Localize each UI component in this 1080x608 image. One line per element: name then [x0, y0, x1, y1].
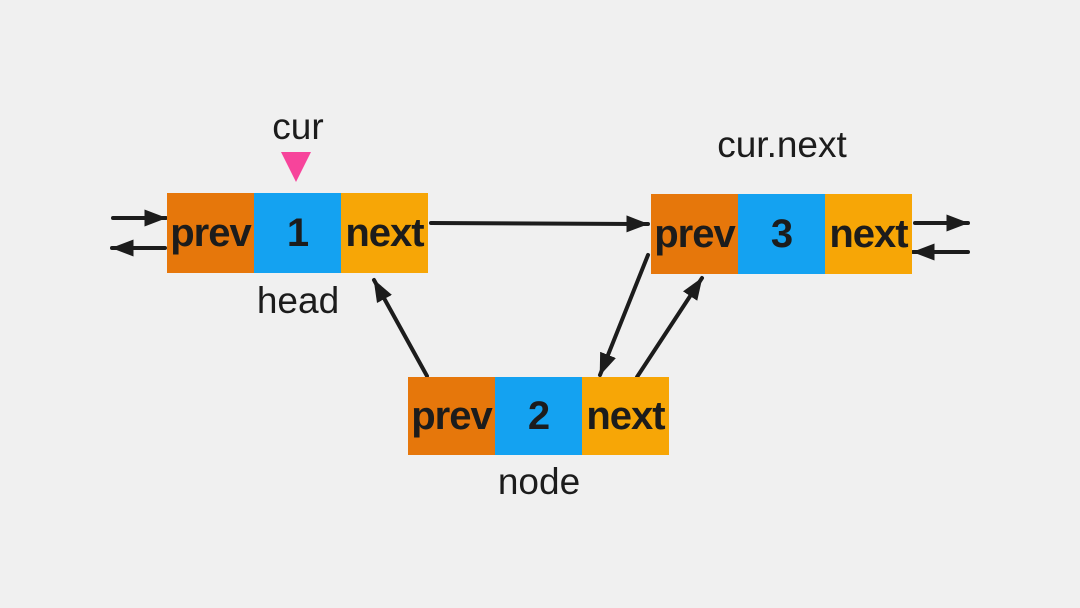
- cur-next-prev-cell: prev: [651, 194, 738, 274]
- cur-next-label: cur.next: [717, 124, 847, 165]
- node-cur-next: prev 3 next: [651, 194, 912, 274]
- arrow-head-next-to-curnext-prev: [429, 215, 650, 233]
- head-value-cell: 1: [254, 193, 341, 273]
- node-label: node: [497, 461, 581, 502]
- head-prev-cell: prev: [167, 193, 254, 273]
- node-head: prev 1 next: [167, 193, 428, 273]
- head-next-cell: next: [341, 193, 428, 273]
- cur-next-next-cell: next: [825, 194, 912, 274]
- cur-next-value-cell: 3: [738, 194, 825, 274]
- arrow-node-next-to-curnext-prev: [635, 276, 704, 379]
- head-label: head: [256, 280, 340, 321]
- new-node-prev-cell: prev: [408, 377, 495, 455]
- cur-label: cur: [272, 106, 324, 147]
- new-node-next-cell: next: [582, 377, 669, 455]
- cur-pointer-triangle-icon: [281, 152, 311, 182]
- arrow-curnext-prev-to-node-next: [598, 253, 650, 377]
- node-new: prev 2 next: [408, 377, 669, 455]
- new-node-value-cell: 2: [495, 377, 582, 455]
- arrow-node-prev-to-head-next: [372, 278, 429, 378]
